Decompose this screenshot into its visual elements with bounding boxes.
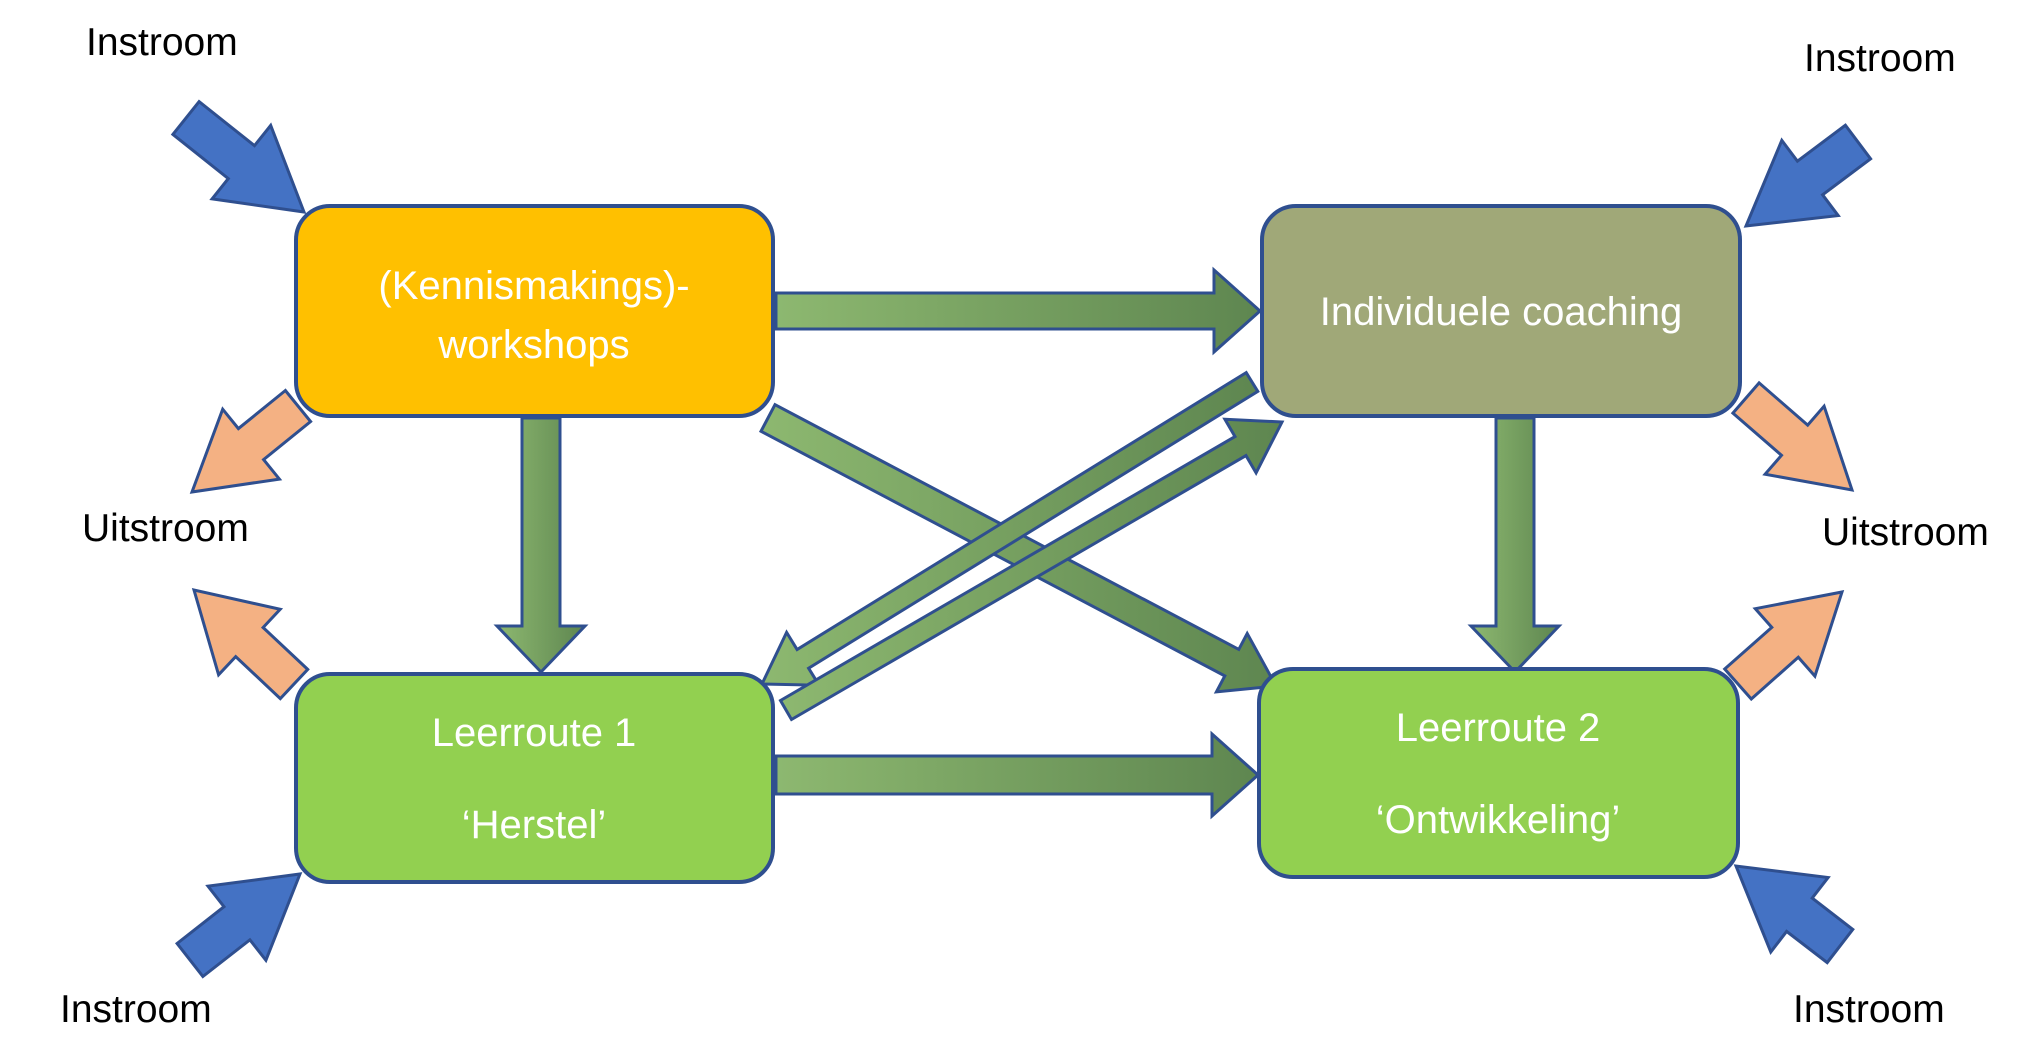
node-workshops-box <box>294 204 775 418</box>
arrow-workshops-to-coaching <box>774 266 1263 356</box>
node-coaching: Individuele coaching <box>1260 204 1742 418</box>
node-workshops-line-2: workshops <box>437 323 629 367</box>
node-leerroute1-box <box>294 672 775 884</box>
node-coaching-line-1: Individuele coaching <box>1320 290 1682 334</box>
label-instroom-top-right: Instroom <box>1804 37 1956 80</box>
node-leerroute1-line-2: ‘Herstel’ <box>462 803 606 847</box>
instroom-arrow-bottom-right <box>1733 864 1855 965</box>
arrow-workshops-to-leerroute2 <box>758 402 1279 694</box>
node-coaching-box <box>1260 204 1742 418</box>
label-instroom-bottom-left: Instroom <box>60 988 212 1031</box>
node-workshops: (Kennismakings)- workshops <box>294 204 775 418</box>
arrow-workshops-to-leerroute1 <box>493 416 589 675</box>
node-leerroute2: Leerroute 2 ‘Ontwikkeling’ <box>1257 667 1740 879</box>
label-uitstroom-right: Uitstroom <box>1822 511 1989 554</box>
node-leerroute1: Leerroute 1 ‘Herstel’ <box>294 672 775 884</box>
arrow-leerroute1-to-leerroute2 <box>774 730 1261 820</box>
instroom-arrow-top-left <box>170 99 307 214</box>
node-leerroute2-line-2: ‘Ontwikkeling’ <box>1376 798 1621 842</box>
arrow-leerroute1-to-coaching <box>778 417 1285 722</box>
connector-arrows <box>493 266 1563 820</box>
label-uitstroom-left: Uitstroom <box>82 507 249 550</box>
instroom-arrow-top-right <box>1743 123 1873 228</box>
label-instroom-bottom-right: Instroom <box>1793 988 1945 1031</box>
label-instroom-top-left: Instroom <box>86 21 238 64</box>
uitstroom-arrow-bottom-left <box>191 587 310 701</box>
node-leerroute2-box <box>1257 667 1740 879</box>
node-leerroute1-line-1: Leerroute 1 <box>432 711 637 755</box>
uitstroom-arrow-top-right <box>1730 380 1855 492</box>
arrow-coaching-to-leerroute2 <box>1467 416 1563 675</box>
node-leerroute2-line-1: Leerroute 2 <box>1396 706 1601 750</box>
arrow-coaching-to-leerroute1 <box>759 370 1260 687</box>
inflow-outflow-arrows <box>170 99 1873 979</box>
instroom-arrow-bottom-left <box>174 872 303 979</box>
uitstroom-arrow-top-left <box>189 388 313 494</box>
uitstroom-arrow-bottom-right <box>1722 590 1845 702</box>
node-workshops-line-1: (Kennismakings)- <box>378 264 689 308</box>
